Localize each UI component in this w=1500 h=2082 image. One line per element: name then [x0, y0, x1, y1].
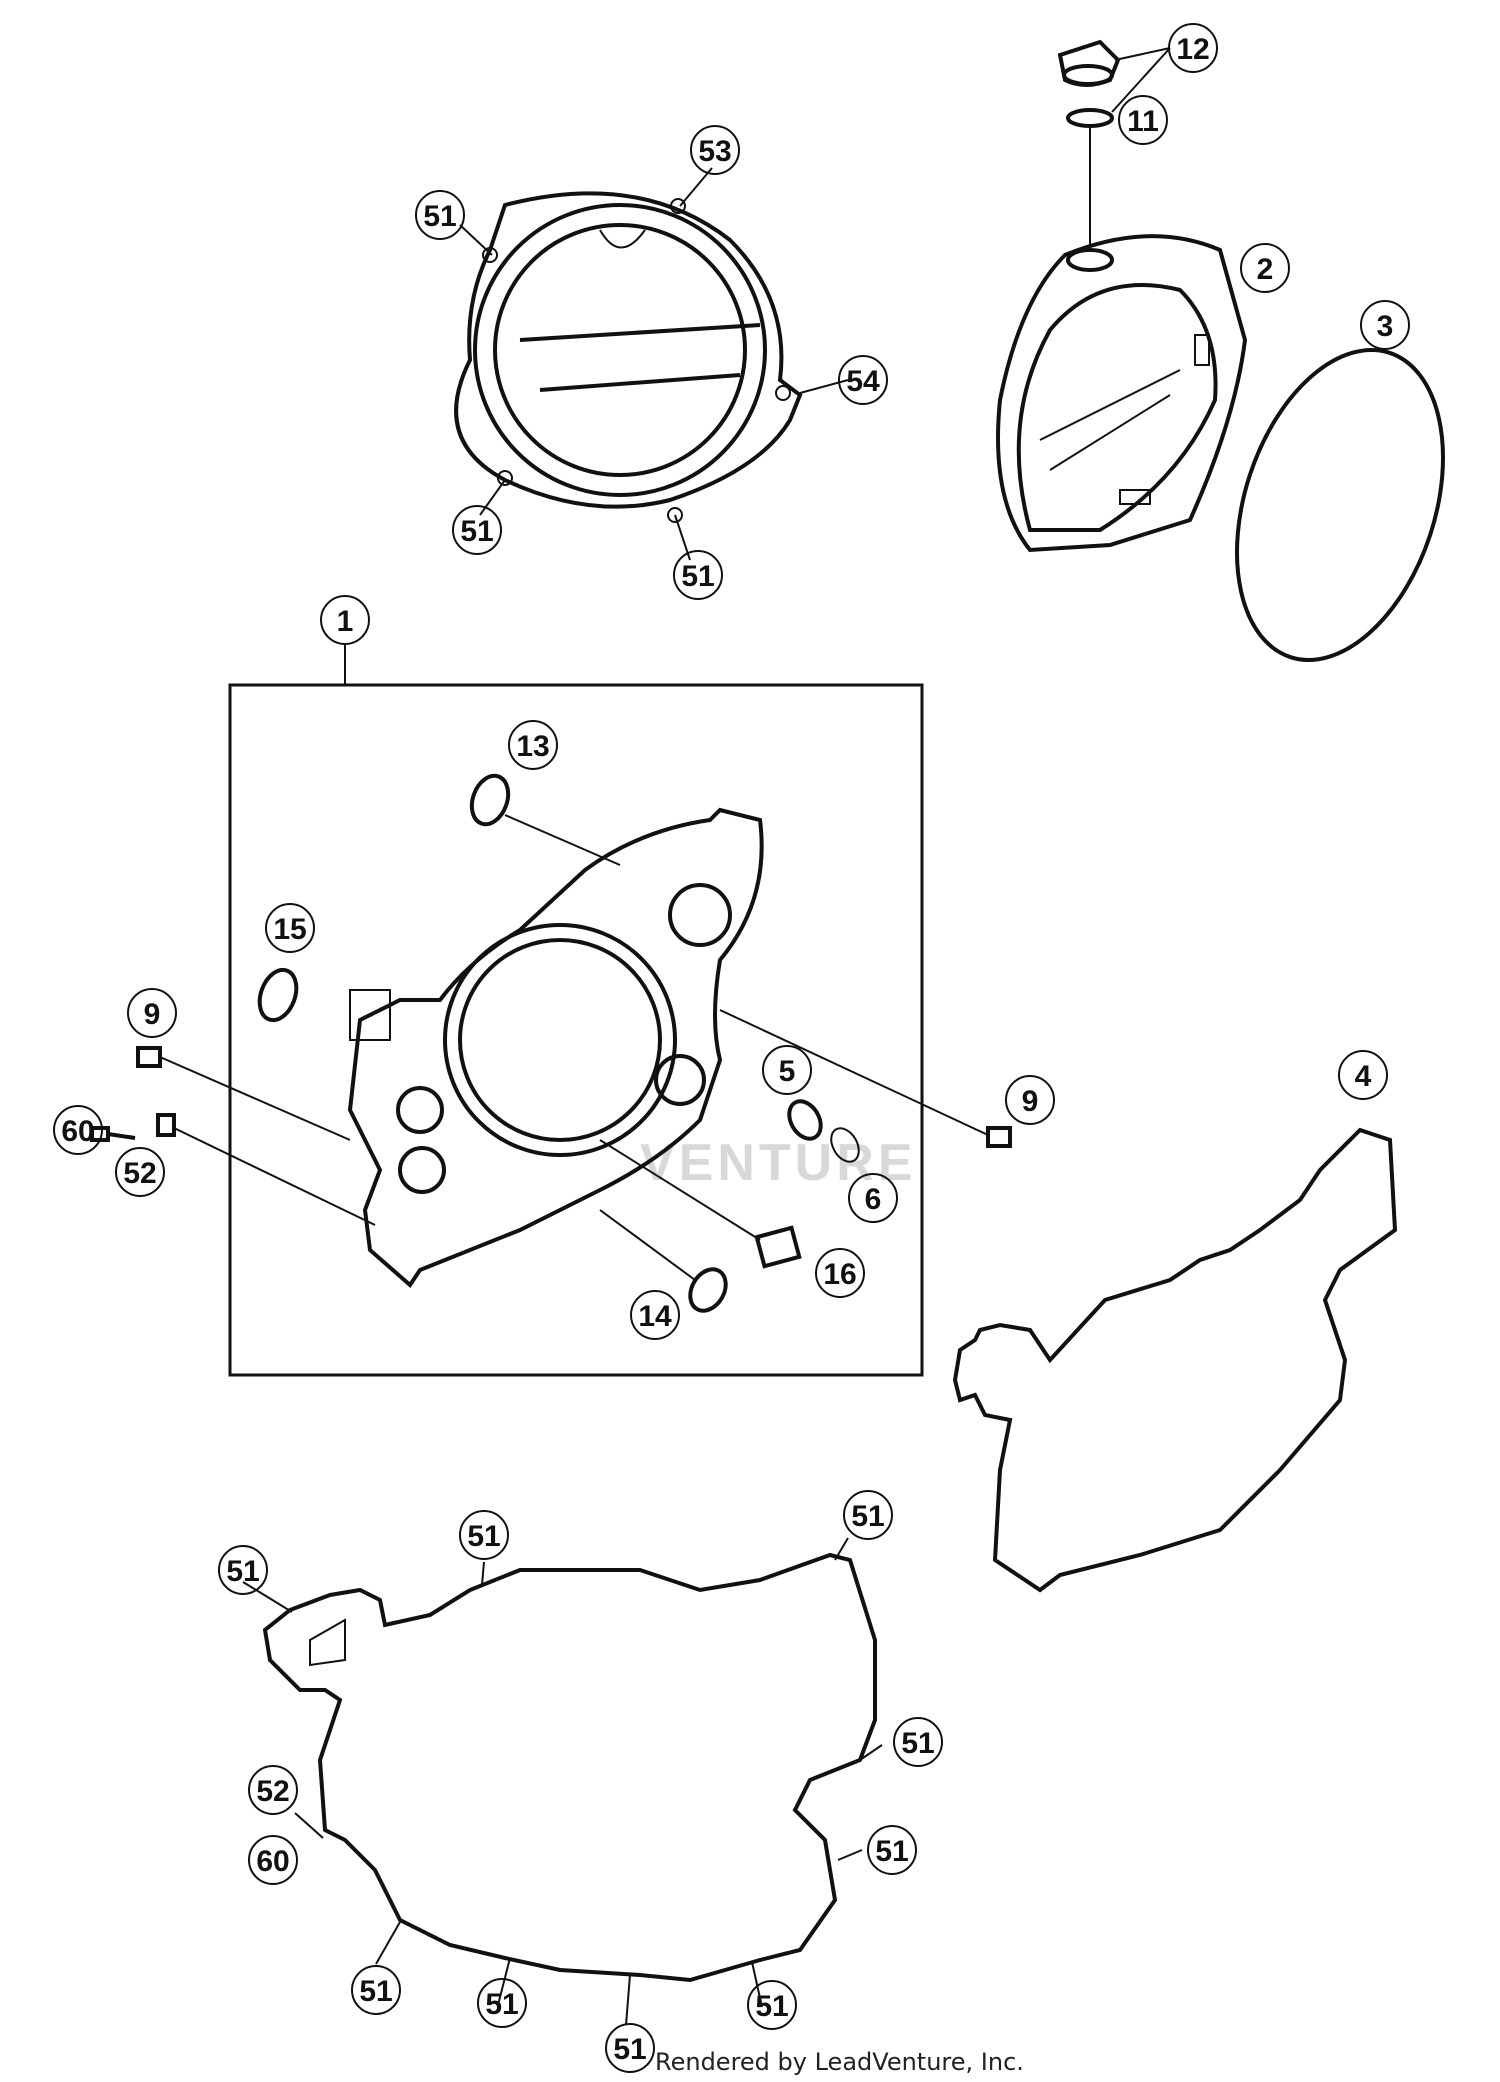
dowel-9-right: [986, 1126, 1012, 1148]
gasket-bottom: [262, 1552, 877, 1983]
callout-12: 12: [1168, 23, 1218, 73]
callout-9-right: 9: [1005, 1075, 1055, 1125]
seal-13: [469, 773, 511, 827]
svg-text:51: 51: [851, 1500, 884, 1533]
callout-9-left: 9: [127, 988, 177, 1038]
assembly-1-box: [228, 683, 924, 1377]
leader-lines: [242, 47, 1171, 2026]
svg-text:51: 51: [755, 1990, 788, 2023]
svg-text:13: 13: [516, 730, 549, 763]
inner-clutch-cover: [996, 234, 1248, 553]
svg-text:52: 52: [123, 1157, 156, 1190]
clutch-cover-casting: [347, 807, 764, 1289]
svg-text:51: 51: [613, 2033, 646, 2066]
svg-text:15: 15: [273, 913, 306, 946]
svg-text:60: 60: [256, 1845, 289, 1878]
callout-4: 4: [1338, 1050, 1388, 1100]
svg-text:60: 60: [61, 1115, 94, 1148]
seal-14: [688, 1267, 728, 1313]
svg-text:9: 9: [1022, 1085, 1039, 1118]
callout-6: 6: [848, 1173, 898, 1223]
svg-text:11: 11: [1127, 105, 1159, 138]
bolt-60: [90, 1126, 136, 1142]
callout-54: 54: [838, 355, 888, 405]
svg-text:3: 3: [1377, 310, 1394, 343]
svg-text:5: 5: [779, 1055, 796, 1088]
callout-1: 1: [320, 595, 370, 645]
svg-text:12: 12: [1176, 33, 1209, 66]
callout-52-left: 52: [115, 1147, 165, 1197]
callout-14: 14: [630, 1290, 680, 1340]
svg-text:1: 1: [337, 605, 354, 638]
callout-51-cover-top: 51: [415, 190, 465, 240]
svg-text:51: 51: [681, 560, 714, 593]
callout-5: 5: [762, 1045, 812, 1095]
nut-52: [156, 1113, 176, 1137]
oil-filler-plug: [1057, 39, 1121, 87]
svg-text:16: 16: [823, 1258, 856, 1291]
callout-51-gasket-lowerright: 51: [867, 1825, 917, 1875]
outer-clutch-cover: [454, 191, 803, 523]
callout-51-gasket-right: 51: [893, 1717, 943, 1767]
svg-text:51: 51: [359, 1975, 392, 2008]
svg-text:53: 53: [698, 135, 731, 168]
svg-text:9: 9: [144, 998, 161, 1031]
callout-51-gasket-top: 51: [459, 1510, 509, 1560]
callout-13: 13: [508, 720, 558, 770]
callout-51-gasket-bottom3: 51: [605, 2023, 655, 2073]
ring-6: [830, 1127, 860, 1163]
svg-text:14: 14: [638, 1300, 672, 1333]
callout-52-gasket: 52: [248, 1765, 298, 1815]
oring-3: [1235, 348, 1445, 662]
callouts: 1 2 3 4 5 6 9 9 11 12 13 14 15 16 53 54 …: [53, 23, 1410, 2073]
seal-15: [257, 967, 299, 1023]
footer-credit: Rendered by LeadVenture, Inc.: [655, 2048, 1024, 2076]
callout-51-gasket-bottom4: 51: [747, 1980, 797, 2030]
svg-text:51: 51: [901, 1727, 934, 1760]
watermark: VENTURE: [640, 1134, 916, 1192]
gasket-4: [952, 1127, 1398, 1593]
callout-60-left: 60: [53, 1105, 103, 1155]
svg-text:54: 54: [846, 365, 880, 398]
dowel-9-left: [136, 1046, 162, 1068]
callout-51-gasket-bottom2: 51: [477, 1978, 527, 2028]
callout-51-cover-left: 51: [452, 505, 502, 555]
callout-11: 11: [1118, 95, 1168, 145]
bearing-16: [754, 1225, 802, 1269]
svg-text:51: 51: [485, 1988, 518, 2021]
callout-51-gasket-topright: 51: [843, 1490, 893, 1540]
callout-51-gasket-bottom1: 51: [351, 1965, 401, 2015]
svg-text:51: 51: [226, 1555, 259, 1588]
callout-60-gasket: 60: [248, 1835, 298, 1885]
callout-53: 53: [690, 125, 740, 175]
svg-text:6: 6: [865, 1183, 882, 1216]
callout-3: 3: [1360, 300, 1410, 350]
svg-text:2: 2: [1257, 253, 1274, 286]
bushing-5: [787, 1099, 823, 1141]
oring-11: [1066, 108, 1114, 128]
svg-text:52: 52: [256, 1775, 289, 1808]
callout-15: 15: [265, 903, 315, 953]
svg-text:51: 51: [875, 1835, 908, 1868]
svg-text:51: 51: [460, 515, 493, 548]
callout-51-gasket-topleft: 51: [218, 1545, 268, 1595]
svg-text:51: 51: [467, 1520, 500, 1553]
svg-text:4: 4: [1355, 1060, 1372, 1093]
callout-2: 2: [1240, 243, 1290, 293]
svg-text:51: 51: [423, 200, 456, 233]
callout-51-cover-bottom: 51: [673, 550, 723, 600]
callout-16: 16: [815, 1248, 865, 1298]
